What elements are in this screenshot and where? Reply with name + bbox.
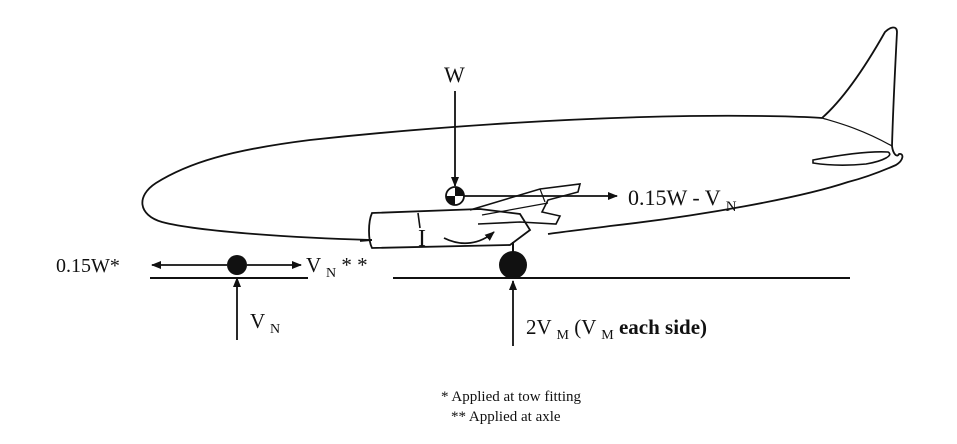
nose-drag-label-text: V bbox=[306, 253, 321, 277]
main-vertical-label-b: (V bbox=[574, 315, 596, 339]
wing-fairing bbox=[368, 208, 532, 249]
main-vertical-label: 2V M (V M each side) bbox=[526, 315, 707, 344]
main-vertical-label-a: 2V bbox=[526, 315, 552, 339]
nose-vertical-label-text: V bbox=[250, 309, 265, 333]
tow-force-label: 0.15W* bbox=[56, 255, 120, 277]
fin-root bbox=[821, 117, 893, 147]
nose-drag-label-suffix: * * bbox=[341, 253, 367, 277]
main-gear-wheel bbox=[499, 251, 527, 279]
nose-drag-label: V N * * bbox=[306, 253, 368, 282]
wing-inner-line-1 bbox=[481, 202, 549, 216]
horizontal-main-label-text: 0.15W - V bbox=[628, 185, 721, 210]
moment-arrow bbox=[443, 231, 495, 245]
nose-gear-wheel bbox=[227, 255, 247, 275]
main-vertical-label-b-sub: M bbox=[601, 328, 614, 343]
moment-label: I bbox=[418, 226, 426, 252]
nose-vertical-label-sub: N bbox=[270, 322, 280, 337]
note-axle: ** Applied at axle bbox=[451, 409, 561, 425]
center-of-gravity-symbol bbox=[445, 186, 465, 206]
weight-label: W bbox=[444, 62, 465, 87]
main-vertical-label-c: each side) bbox=[619, 315, 707, 339]
nose-vertical-label: V N bbox=[250, 309, 280, 337]
fuselage-outline bbox=[141, 26, 904, 241]
horizontal-stabilizer bbox=[812, 151, 891, 166]
main-vertical-label-a-sub: M bbox=[557, 328, 570, 343]
nose-drag-label-sub: N bbox=[326, 266, 336, 281]
horizontal-main-label-sub: N bbox=[726, 199, 737, 215]
wing-planform bbox=[469, 183, 582, 225]
note-tow-fitting: * Applied at tow fitting bbox=[441, 389, 581, 405]
horizontal-main-label: 0.15W - V N bbox=[628, 185, 737, 215]
wing-tick-mark bbox=[417, 212, 421, 229]
